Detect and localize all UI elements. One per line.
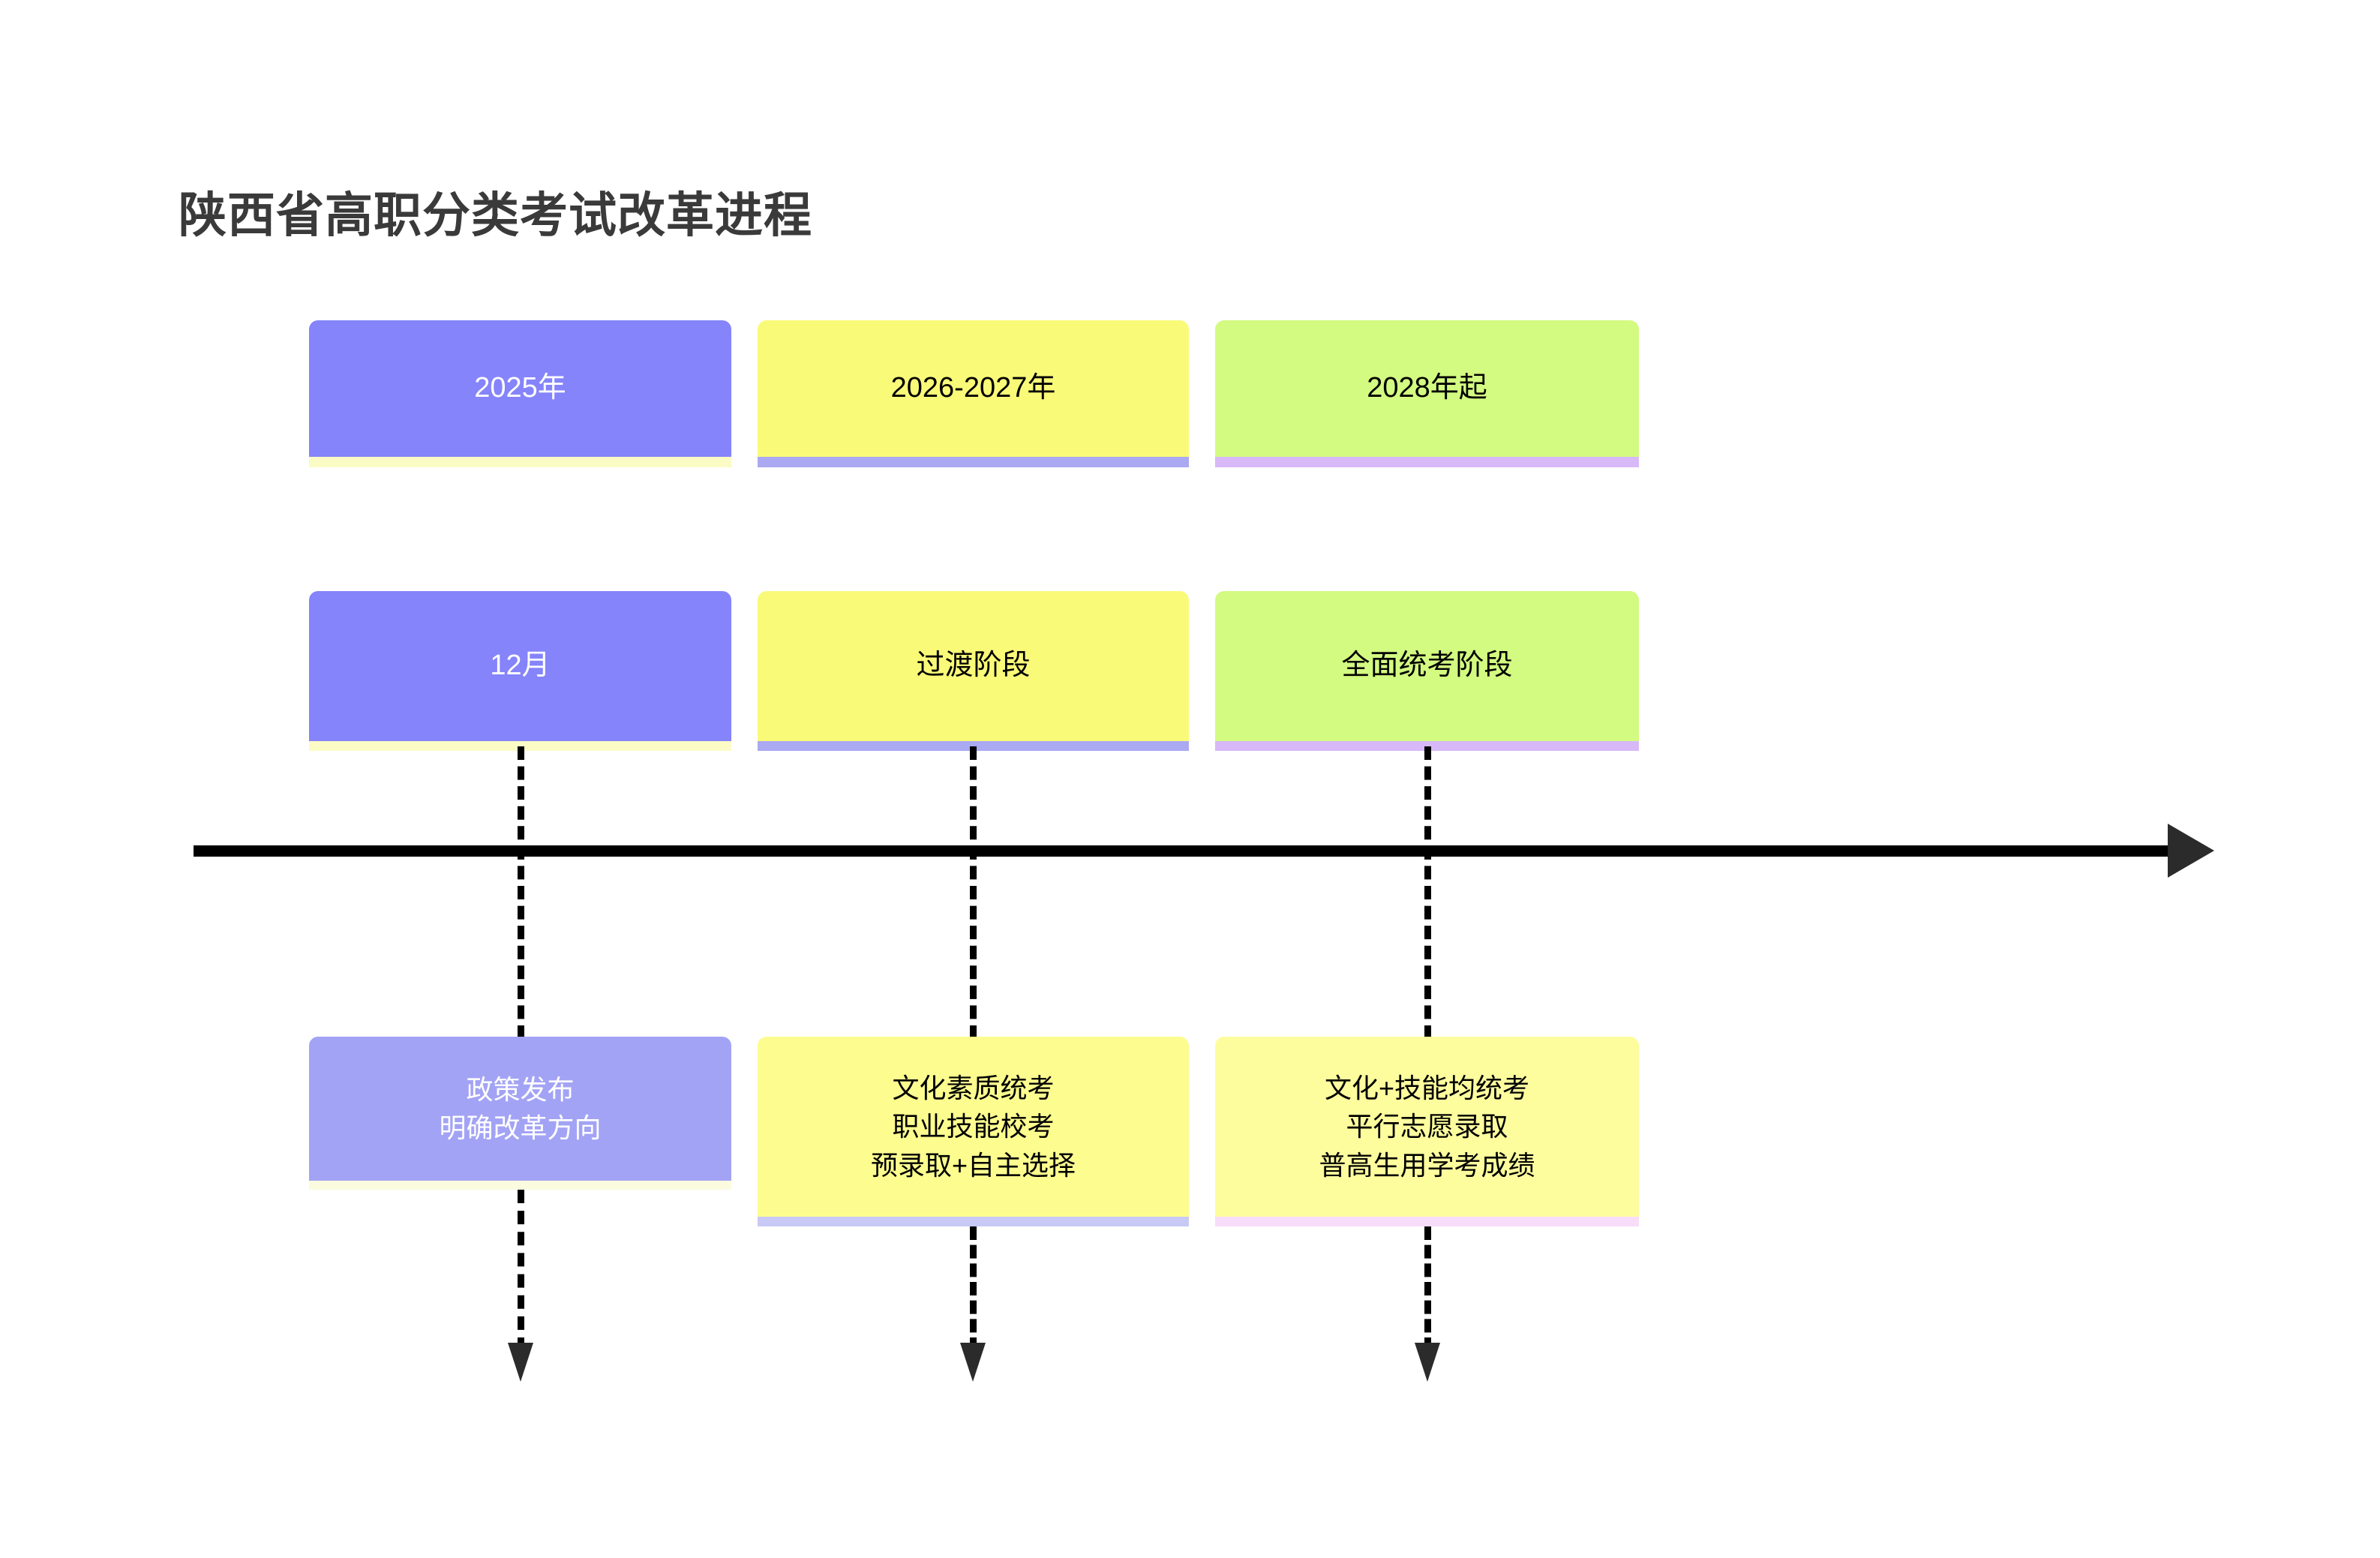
period-card-accent-2026-2027 xyxy=(758,457,1189,467)
detail-card-label: 文化+技能均统考 平行志愿录取 普高生用学考成绩 xyxy=(1319,1073,1535,1181)
period-card-label: 2028年起 xyxy=(1367,372,1487,404)
period-card-accent-2025 xyxy=(309,457,731,467)
connector-upper-column-3 xyxy=(1424,746,1431,1039)
detail-card-label: 文化素质统考 职业技能校考 预录取+自主选择 xyxy=(870,1073,1076,1181)
phase-card-full-unified-exam[interactable]: 全面统考阶段 xyxy=(1215,591,1639,741)
period-card-label: 2025年 xyxy=(474,372,566,404)
detail-card-transition-measures[interactable]: 文化素质统考 职业技能校考 预录取+自主选择 xyxy=(758,1037,1189,1217)
connector-upper-column-1 xyxy=(518,746,524,1039)
phase-card-accent-transition xyxy=(758,741,1189,751)
period-card-2028[interactable]: 2028年起 xyxy=(1215,320,1639,457)
connector-upper-column-2 xyxy=(970,746,977,1039)
detail-card-accent-policy-release xyxy=(309,1181,731,1190)
connector-lower-column-1 xyxy=(518,1190,524,1351)
detail-card-accent-unified-measures xyxy=(1215,1217,1639,1226)
detail-card-unified-measures[interactable]: 文化+技能均统考 平行志愿录取 普高生用学考成绩 xyxy=(1215,1037,1639,1217)
phase-card-label: 过渡阶段 xyxy=(916,650,1031,682)
phase-card-label: 12月 xyxy=(490,650,551,682)
phase-card-label: 全面统考阶段 xyxy=(1341,650,1513,682)
period-card-accent-2028 xyxy=(1215,457,1639,467)
connector-arrow-head-icon-column-3 xyxy=(1415,1343,1440,1382)
detail-card-accent-transition-measures xyxy=(758,1217,1189,1226)
connector-lower-column-3 xyxy=(1424,1226,1431,1351)
phase-card-december[interactable]: 12月 xyxy=(309,591,731,741)
connector-arrow-head-icon-column-2 xyxy=(960,1343,986,1382)
phase-card-accent-december xyxy=(309,741,731,751)
phase-card-accent-full-unified-exam xyxy=(1215,741,1639,751)
connector-arrow-head-icon-column-1 xyxy=(508,1343,533,1382)
period-card-2025[interactable]: 2025年 xyxy=(309,320,731,457)
period-card-label: 2026-2027年 xyxy=(890,372,1056,404)
phase-card-transition[interactable]: 过渡阶段 xyxy=(758,591,1189,741)
connector-lower-column-2 xyxy=(970,1226,977,1351)
timeline-axis-line xyxy=(194,845,2174,857)
period-card-2026-2027[interactable]: 2026-2027年 xyxy=(758,320,1189,457)
detail-card-policy-release[interactable]: 政策发布 明确改革方向 xyxy=(309,1037,731,1181)
page-title: 陕西省高职分类考试改革进程 xyxy=(179,188,812,242)
detail-card-label: 政策发布 明确改革方向 xyxy=(439,1073,602,1143)
timeline-arrow-head-icon xyxy=(2168,824,2214,878)
